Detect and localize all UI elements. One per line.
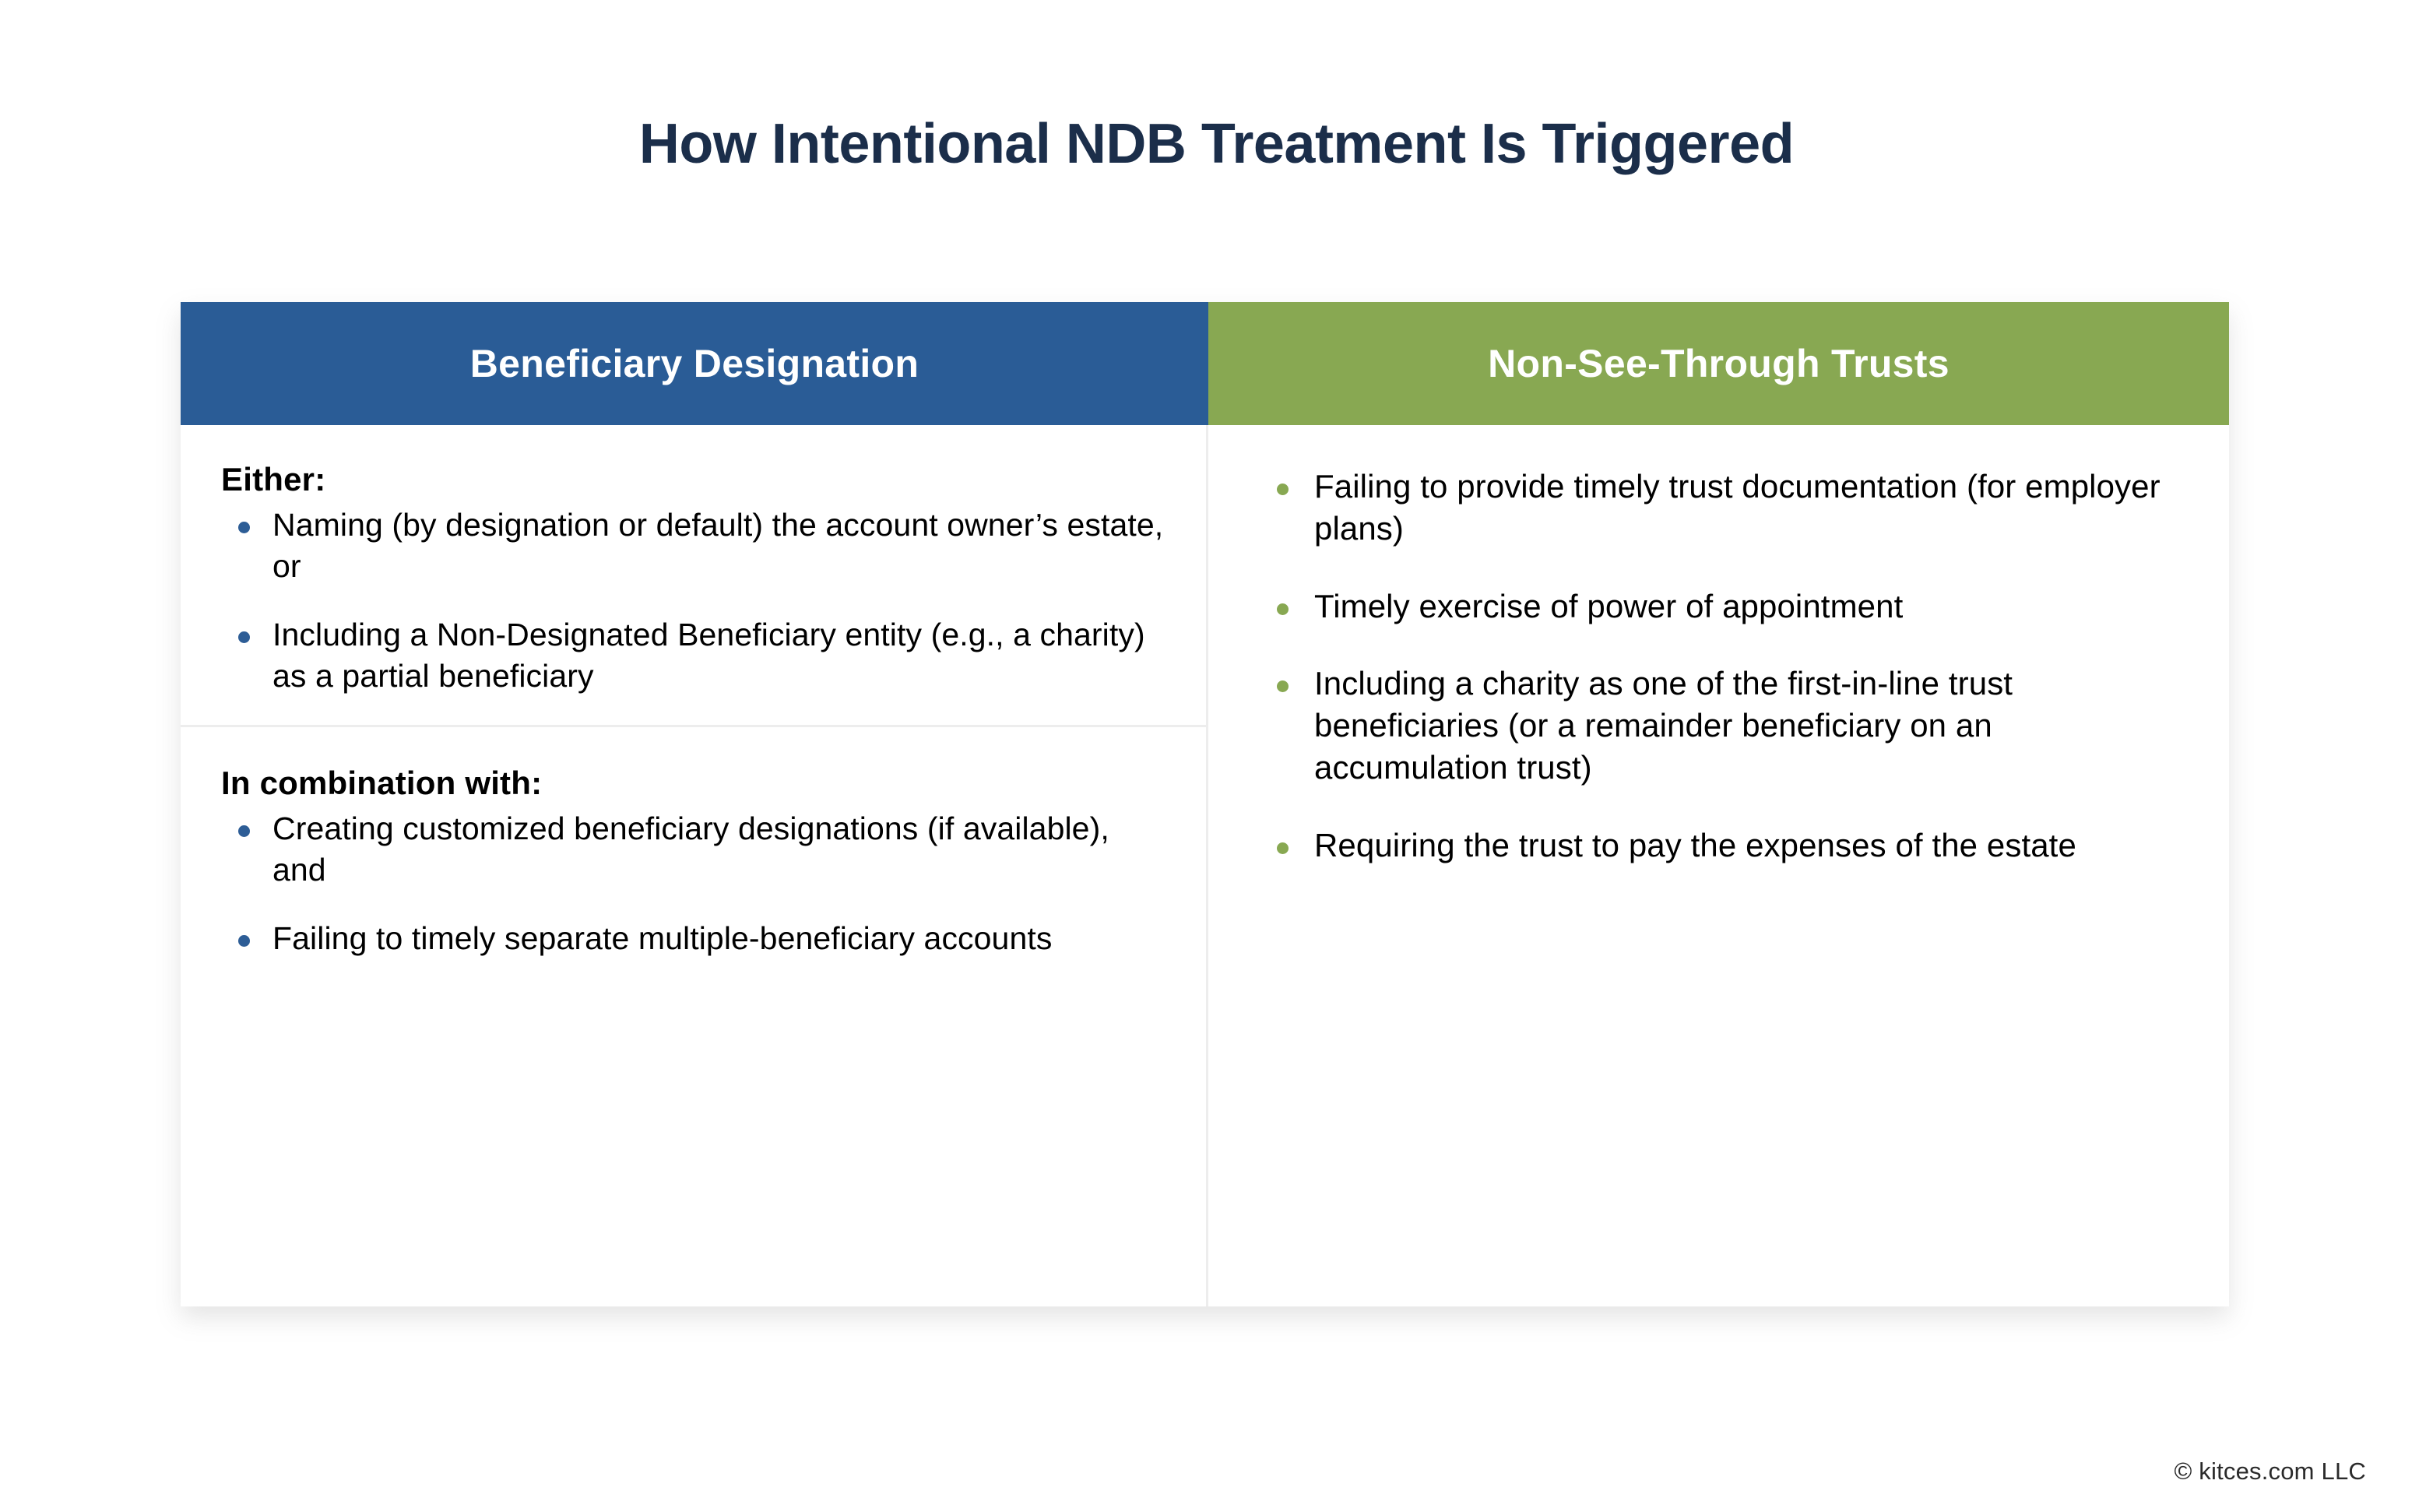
list-item: Requiring the trust to pay the expenses … (1258, 825, 2175, 867)
column-header-non-see-through-trusts: Non-See-Through Trusts (1208, 302, 2229, 425)
copyright-credit: © kitces.com LLC (2174, 1457, 2366, 1485)
bullet-list-either: Naming (by designation or default) the a… (221, 505, 1166, 697)
column-non-see-through-trusts: Failing to provide timely trust document… (1208, 425, 2229, 1306)
list-item: Naming (by designation or default) the a… (221, 505, 1166, 588)
table-header-row: Beneficiary Designation Non-See-Through … (181, 302, 2229, 425)
list-item: Failing to provide timely trust document… (1258, 466, 2175, 550)
list-item: Including a Non-Designated Beneficiary e… (221, 614, 1166, 698)
column-beneficiary-designation: Either: Naming (by designation or defaul… (181, 425, 1208, 1306)
section-heading-in-combination-with: In combination with: (221, 765, 543, 802)
section-in-combination-with: In combination with: Creating customized… (181, 725, 1206, 1306)
column-header-beneficiary-designation: Beneficiary Designation (181, 302, 1208, 425)
bullet-list-trusts: Failing to provide timely trust document… (1258, 466, 2175, 866)
table-body: Either: Naming (by designation or defaul… (181, 425, 2229, 1306)
comparison-table: Beneficiary Designation Non-See-Through … (181, 302, 2229, 1306)
section-either: Either: Naming (by designation or defaul… (181, 425, 1206, 697)
page-title: How Intentional NDB Treatment Is Trigger… (638, 113, 1795, 175)
section-heading-either: Either: (221, 461, 326, 498)
bullet-list-in-combination-with: Creating customized beneficiary designat… (221, 808, 1166, 959)
list-item: Creating customized beneficiary designat… (221, 808, 1166, 891)
list-item: Failing to timely separate multiple-bene… (221, 918, 1166, 959)
list-item: Including a charity as one of the first-… (1258, 663, 2175, 788)
list-item: Timely exercise of power of appointment (1258, 585, 2175, 628)
